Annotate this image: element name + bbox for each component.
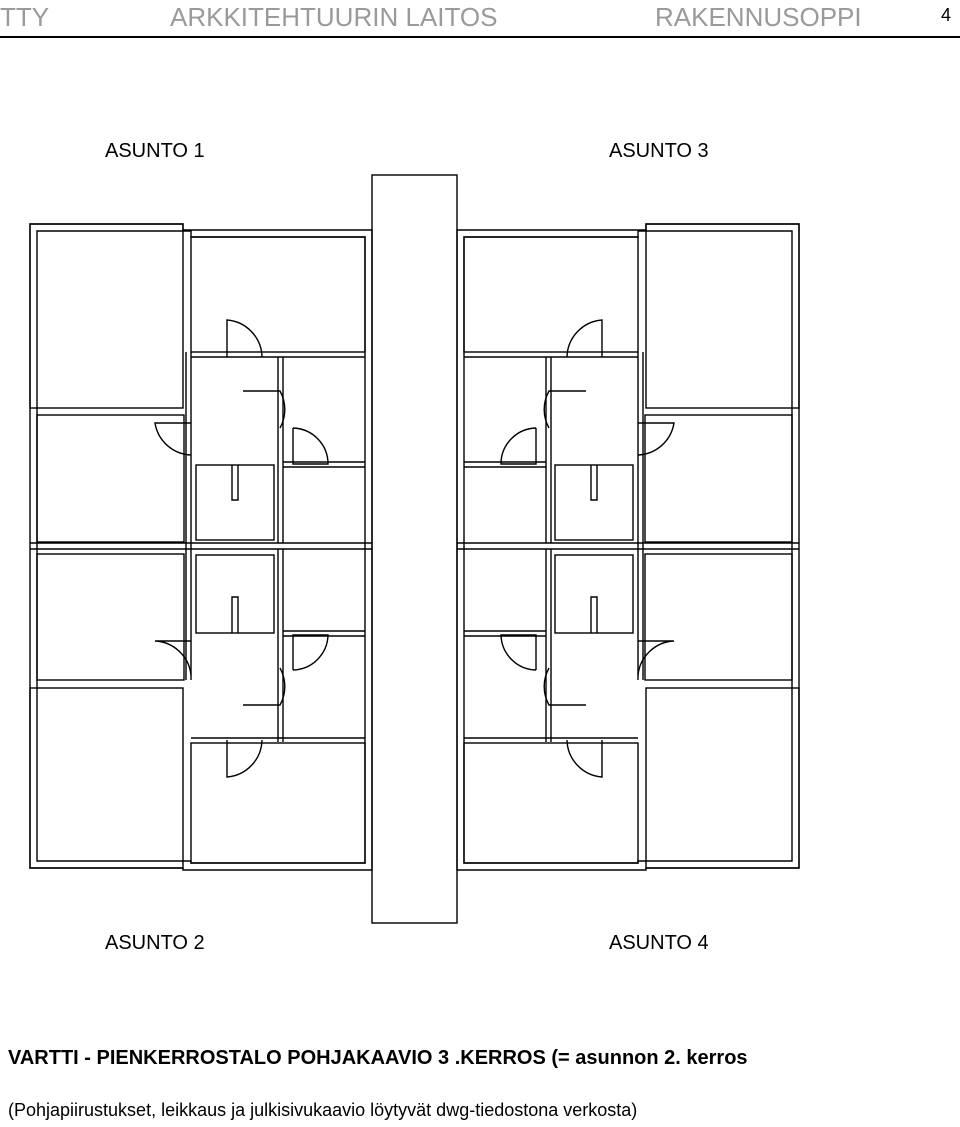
unit-label-asunto-2: ASUNTO 2 (105, 932, 205, 954)
page-number: 4 (941, 5, 952, 25)
door-swing-3 (154, 422, 192, 456)
floor-plan-right-half (456, 223, 800, 871)
door-swing-1 (226, 319, 263, 358)
central-stairwell (371, 174, 458, 924)
header-rule (0, 36, 960, 38)
shaft-upper (231, 465, 239, 501)
door-swing-7 (243, 667, 286, 706)
door-swing-5 (154, 640, 192, 676)
room-bottom-main (190, 742, 366, 864)
unit-label-asunto-1: ASUNTO 1 (105, 140, 205, 162)
room-side-lower (36, 553, 185, 681)
room-top-main (190, 236, 366, 353)
door-swing-6 (292, 634, 329, 671)
room-corner-bottom (29, 687, 184, 869)
door-swing-2 (243, 390, 286, 429)
unit-label-asunto-3: ASUNTO 3 (609, 140, 709, 162)
bathroom-upper (195, 464, 275, 541)
floor-plan-left-half (29, 223, 373, 871)
unit-label-asunto-4: ASUNTO 4 (609, 932, 709, 954)
door-swing-4 (292, 427, 329, 465)
door-swing-8 (226, 739, 263, 778)
caption-title: VARTTI - PIENKERROSTALO POHJAKAAVIO 3 .K… (8, 1047, 748, 1069)
caption-note: (Pohjapiirustukset, leikkaus ja julkisiv… (8, 1100, 638, 1120)
room-side-upper (36, 414, 185, 543)
outer-wall-inner (36, 230, 366, 864)
outer-wall-outer (29, 223, 373, 871)
bathroom-lower (195, 554, 275, 634)
header-department: ARKKITEHTUURIN LAITOS (170, 2, 498, 32)
header-course: RAKENNUSOPPI (655, 2, 862, 32)
header-institution: TTY (0, 2, 50, 32)
shaft-lower (231, 596, 239, 633)
room-corner-top (29, 223, 184, 409)
